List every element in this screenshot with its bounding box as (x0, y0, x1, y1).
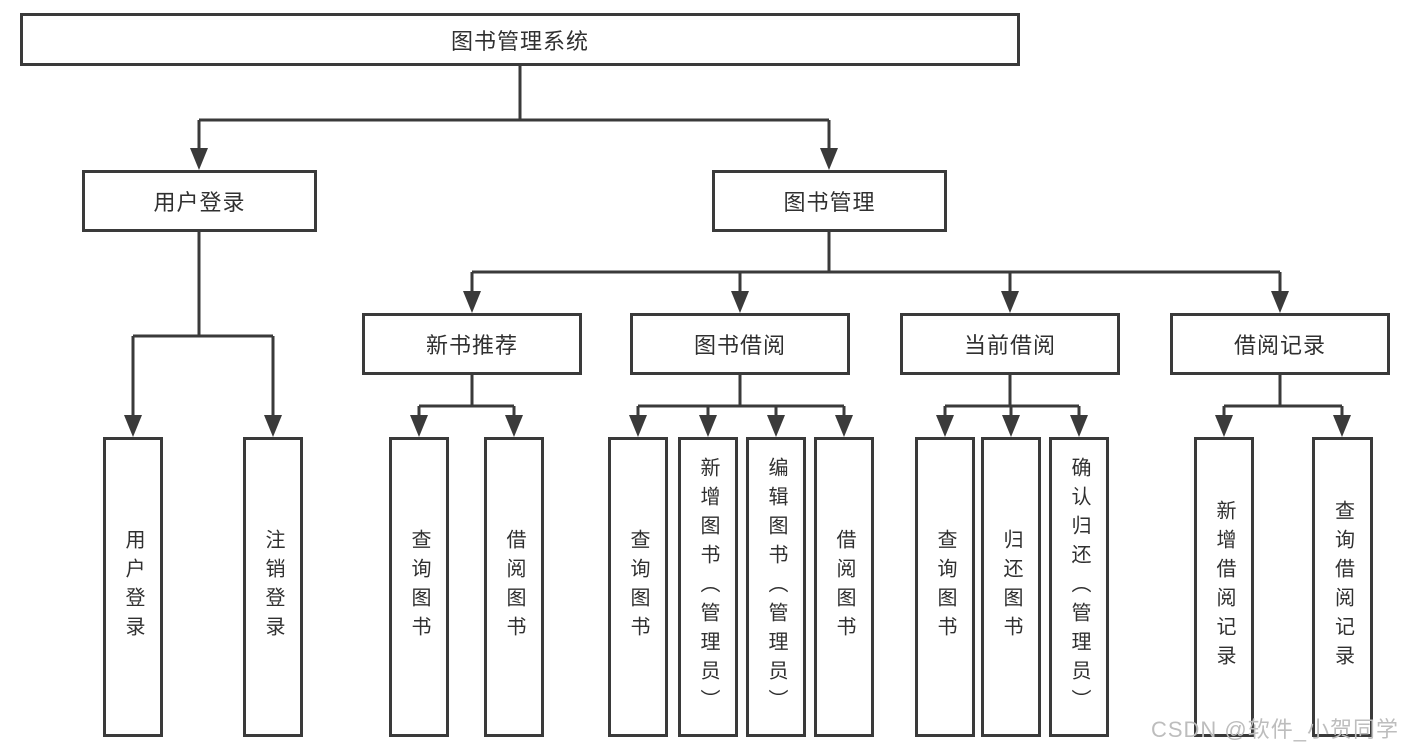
node-user-login: 用户登录 (82, 170, 317, 232)
arrow-icon (505, 415, 523, 437)
arrow-icon (767, 415, 785, 437)
arrow-icon (410, 415, 428, 437)
leaf-query-books-recommend: 查询图书 (389, 437, 449, 737)
leaf-return-book: 归还图书 (981, 437, 1041, 737)
watermark-csdn: CSDN @软件_小贺同学 (1150, 717, 1399, 742)
arrow-icon (699, 415, 717, 437)
arrow-icon (1002, 415, 1020, 437)
leaf-query-books-borrowing: 查询图书 (608, 437, 668, 737)
node-new-book-recommend: 新书推荐 (362, 313, 582, 375)
arrow-icon (1271, 291, 1289, 313)
arrow-icon (1001, 291, 1019, 313)
arrow-icon (190, 148, 208, 170)
leaf-logout: 注销登录 (243, 437, 303, 737)
arrow-icon (124, 415, 142, 437)
leaf-add-borrow-record: 新增借阅记录 (1194, 437, 1254, 737)
arrow-icon (820, 148, 838, 170)
arrow-icon (629, 415, 647, 437)
leaf-borrow-books-recommend: 借阅图书 (484, 437, 544, 737)
leaf-add-book-admin: 新增图书（管理员） (678, 437, 738, 737)
arrow-icon (731, 291, 749, 313)
node-current-borrowing: 当前借阅 (900, 313, 1120, 375)
arrow-icon (1333, 415, 1351, 437)
arrow-icon (1070, 415, 1088, 437)
leaf-borrow-books-borrowing: 借阅图书 (814, 437, 874, 737)
arrow-icon (264, 415, 282, 437)
arrow-icon (463, 291, 481, 313)
leaf-edit-book-admin: 编辑图书（管理员） (746, 437, 806, 737)
arrow-icon (835, 415, 853, 437)
leaf-query-borrow-record: 查询借阅记录 (1312, 437, 1373, 737)
leaf-confirm-return-admin: 确认归还（管理员） (1049, 437, 1109, 737)
arrowheads (124, 148, 1351, 437)
arrow-icon (1215, 415, 1233, 437)
node-root-system: 图书管理系统 (20, 13, 1020, 66)
arrow-icon (936, 415, 954, 437)
node-book-management: 图书管理 (712, 170, 947, 232)
node-borrowing-records: 借阅记录 (1170, 313, 1390, 375)
leaf-user-login: 用户登录 (103, 437, 163, 737)
leaf-query-books-current: 查询图书 (915, 437, 975, 737)
node-book-borrowing: 图书借阅 (630, 313, 850, 375)
